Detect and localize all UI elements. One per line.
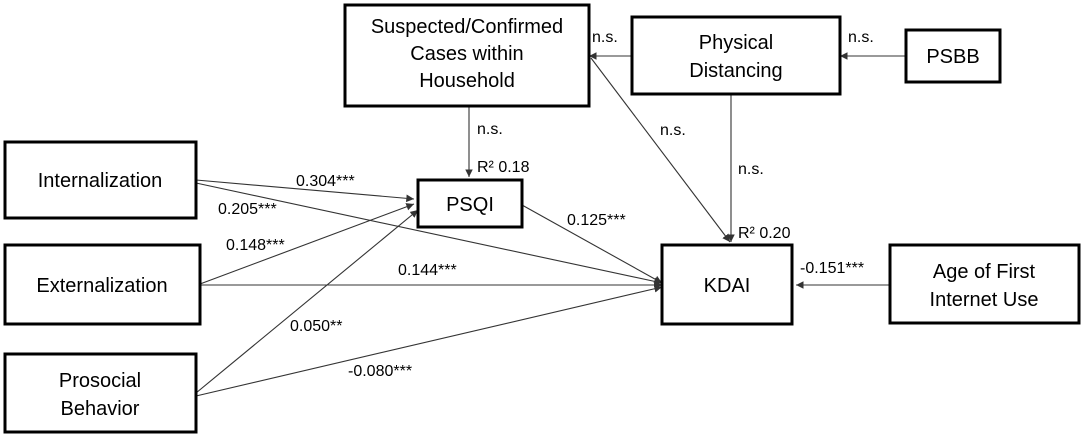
label-externalization-to-kdai: 0.144*** xyxy=(398,262,457,279)
edge-psqi-to-kdai xyxy=(521,204,663,284)
label-suspected-to-kdai: n.s. xyxy=(660,122,686,139)
svg-text:Externalization: Externalization xyxy=(36,275,167,297)
svg-text:Age of First: Age of First xyxy=(933,261,1036,283)
node-age-first-internet-use: Age of First Internet Use xyxy=(888,243,1081,325)
edge-internalization-to-kdai xyxy=(195,182,663,286)
svg-text:Internalization: Internalization xyxy=(38,170,163,192)
node-psbb: PSBB xyxy=(904,28,1002,84)
svg-text:Behavior: Behavior xyxy=(61,398,140,420)
svg-text:Household: Household xyxy=(419,70,515,92)
label-internalization-to-kdai: 0.205*** xyxy=(218,201,277,218)
node-physical-distancing: Physical Distancing xyxy=(630,15,842,96)
r2-kdai-label: R² 0.20 xyxy=(738,225,791,242)
edge-prosocial-to-kdai xyxy=(195,285,663,397)
node-kdai: KDAI xyxy=(660,243,794,326)
svg-text:Distancing: Distancing xyxy=(689,60,782,82)
label-age-to-kdai: -0.151*** xyxy=(800,260,864,277)
label-distancing-to-suspected: n.s. xyxy=(592,29,618,46)
svg-text:Internet Use: Internet Use xyxy=(930,289,1039,311)
svg-text:Physical: Physical xyxy=(699,32,773,54)
edge-suspected-to-kdai xyxy=(590,57,731,243)
label-suspected-to-psqi: n.s. xyxy=(477,121,503,138)
node-psqi: PSQI xyxy=(416,178,524,229)
label-internalization-to-psqi: 0.304*** xyxy=(296,173,355,190)
label-prosocial-to-psqi: 0.050** xyxy=(290,318,343,335)
r2-psqi-label: R² 0.18 xyxy=(477,159,530,176)
edge-internalization-to-psqi xyxy=(195,179,415,203)
svg-text:KDAI: KDAI xyxy=(704,275,751,297)
node-internalization: Internalization xyxy=(3,140,198,220)
node-externalization: Externalization xyxy=(3,243,202,326)
svg-text:PSBB: PSBB xyxy=(926,46,979,68)
node-prosocial-behavior: Prosocial Behavior xyxy=(3,352,198,434)
label-psqi-to-kdai: 0.125*** xyxy=(567,212,626,229)
label-prosocial-to-kdai: -0.080*** xyxy=(348,363,412,380)
svg-text:Suspected/Confirmed: Suspected/Confirmed xyxy=(371,16,563,38)
label-distancing-to-kdai: n.s. xyxy=(738,161,764,178)
svg-text:Cases within: Cases within xyxy=(410,43,523,65)
svg-text:Prosocial: Prosocial xyxy=(59,370,141,392)
svg-text:PSQI: PSQI xyxy=(446,194,494,216)
edge-prosocial-to-psqi xyxy=(195,209,419,394)
edge-externalization-to-psqi xyxy=(199,203,415,285)
label-psbb-to-distancing: n.s. xyxy=(848,29,874,46)
node-suspected-cases: Suspected/Confirmed Cases within Househo… xyxy=(343,3,591,108)
label-externalization-to-psqi: 0.148*** xyxy=(226,237,285,254)
